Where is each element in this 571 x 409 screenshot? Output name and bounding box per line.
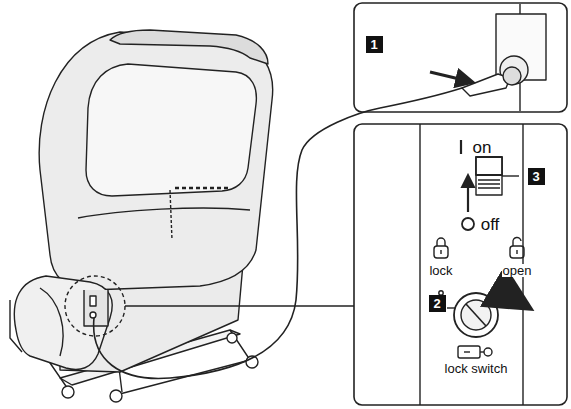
switch-label: on	[472, 139, 493, 156]
callout-number: 1	[366, 36, 383, 53]
lock-label: open	[502, 264, 533, 277]
callout-number: 3	[528, 168, 545, 185]
callout-number: 2	[429, 295, 446, 312]
lock-label: lock	[428, 264, 453, 277]
switch-label: off	[480, 216, 501, 233]
lock-switch-label: lock switch	[444, 362, 509, 375]
